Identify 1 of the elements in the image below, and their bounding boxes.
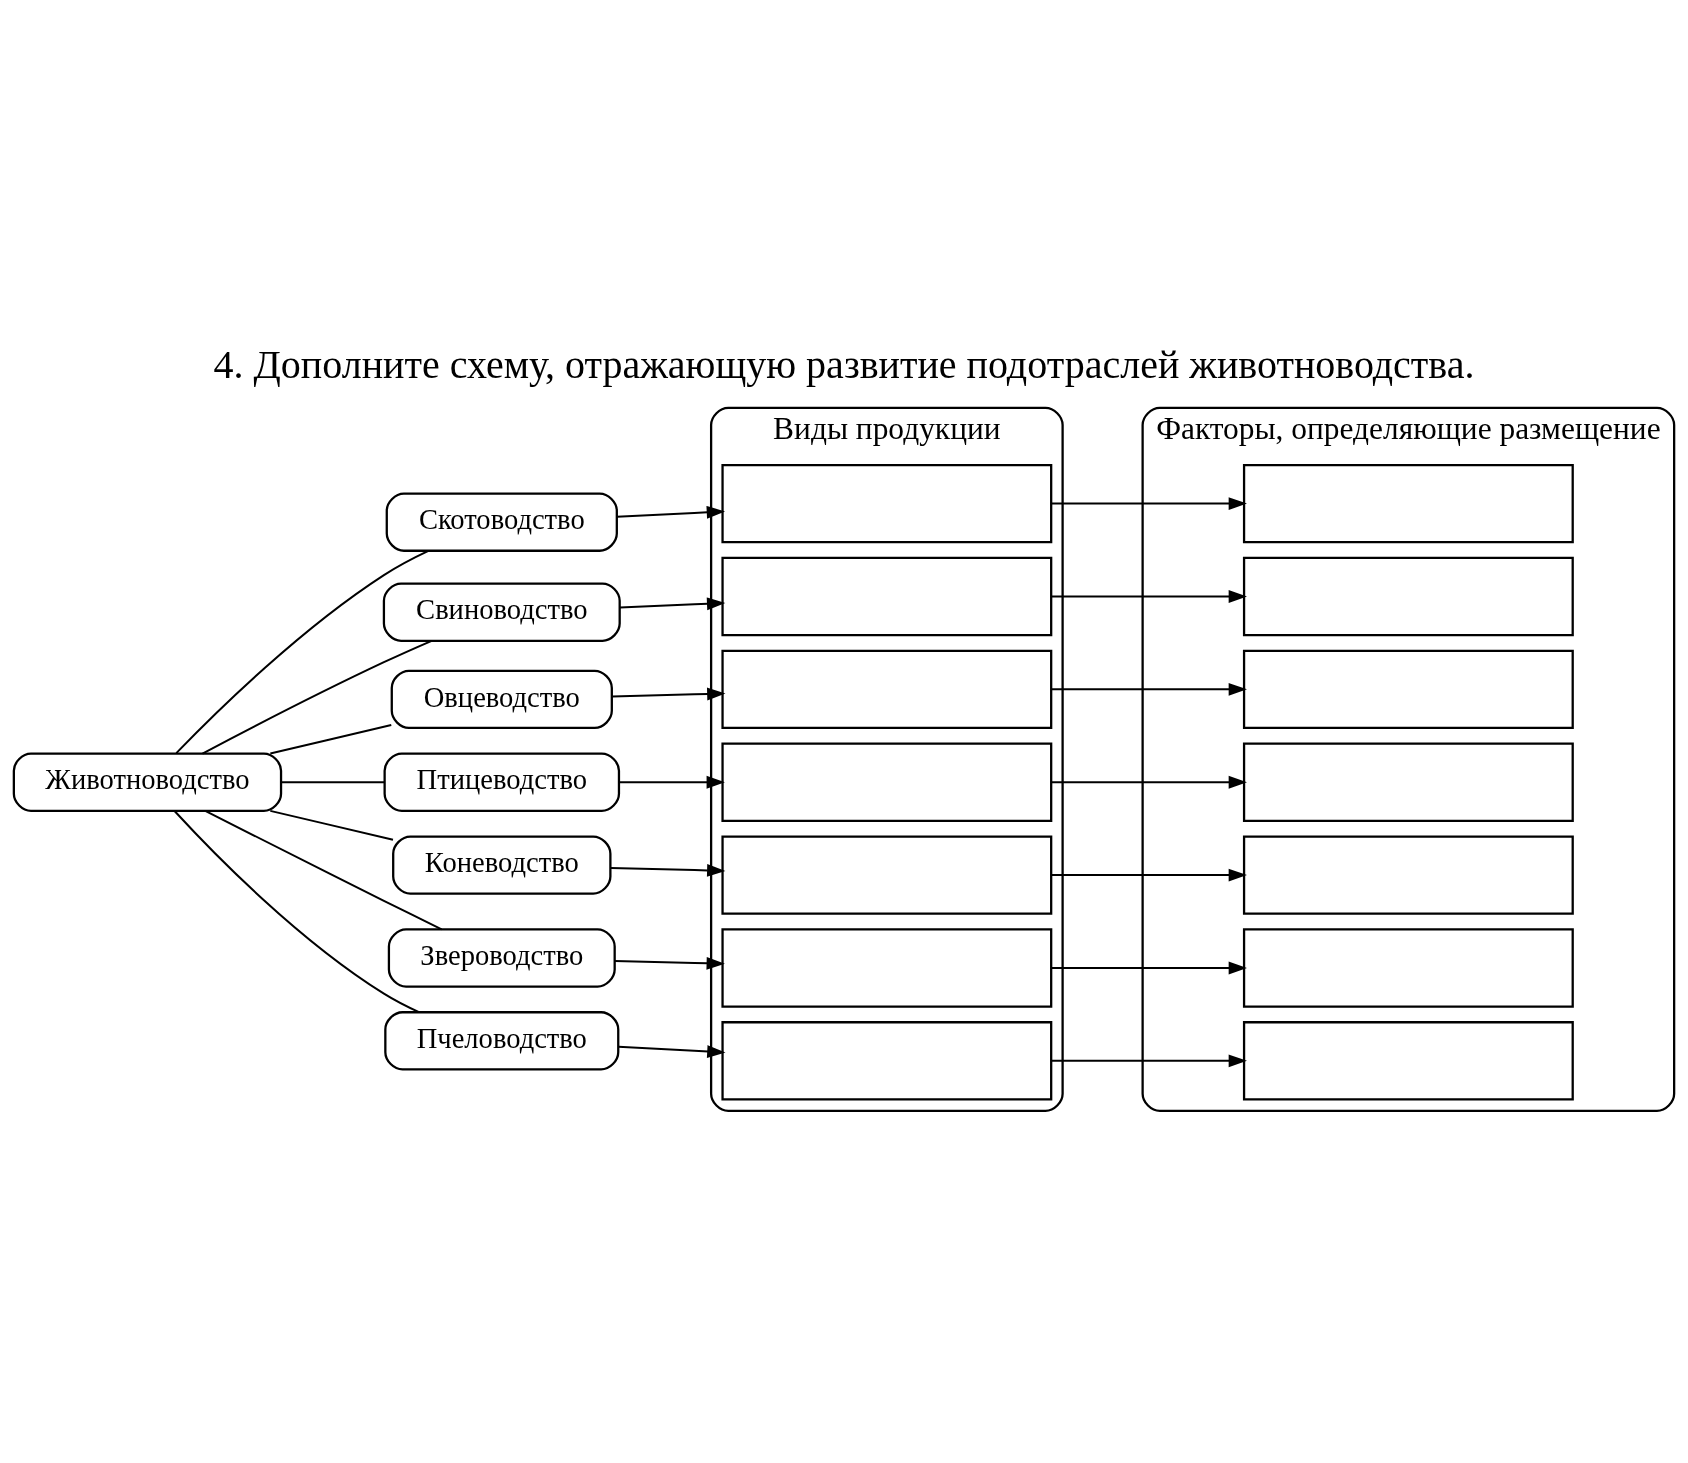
diagram-title: 4. Дополните схему, отражающую развитие подотраслей животноводства. xyxy=(213,342,1475,388)
